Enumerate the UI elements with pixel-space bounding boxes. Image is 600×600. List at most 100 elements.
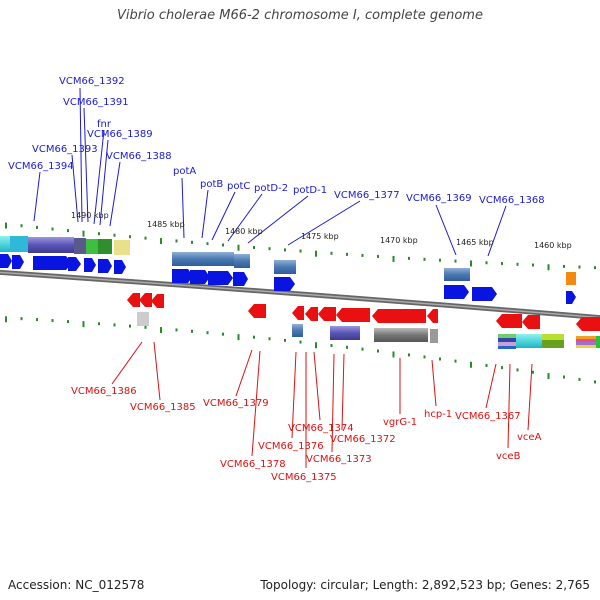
map-title: Vibrio cholerae M66-2 chromosome I, comp…: [117, 8, 483, 23]
leader-line: [287, 200, 361, 246]
tick-mark: [423, 257, 426, 261]
leader-line: [181, 177, 185, 239]
leader-line: [33, 171, 41, 222]
gene-label: VCM66_1375: [271, 472, 337, 483]
tick-mark: [361, 253, 364, 257]
gene-label: VCM66_1367: [455, 411, 521, 422]
leader-line: [109, 161, 121, 227]
leader-line: [227, 193, 263, 242]
leader-line: [341, 353, 345, 431]
scale-label: 1485 kbp: [147, 220, 185, 229]
gene-label: VCM66_1391: [63, 97, 129, 108]
leader-line: [99, 139, 109, 226]
tick-mark: [454, 259, 457, 263]
tick-mark: [36, 225, 38, 229]
gene-label: VCM66_1372: [330, 434, 396, 445]
gene-label: VCM66_1373: [306, 454, 372, 465]
leader-line: [201, 189, 209, 239]
tick-mark: [206, 242, 209, 246]
tick-mark: [346, 252, 348, 256]
gene-label: VCM66_1385: [130, 402, 196, 413]
tick-mark: [82, 230, 85, 237]
gene-label: hcp-1: [424, 409, 452, 420]
scale-label: 1460 kbp: [534, 241, 572, 250]
leader-line: [487, 205, 507, 257]
leader-line: [83, 107, 89, 223]
tick-mark: [439, 357, 441, 361]
gene-label: VCM66_1378: [220, 459, 286, 470]
scale-label: 1470 kbp: [380, 236, 418, 245]
leader-line: [527, 363, 533, 431]
tick-mark: [160, 327, 162, 334]
tick-mark: [222, 243, 224, 247]
tick-mark: [423, 355, 426, 359]
tick-mark: [160, 238, 162, 245]
tick-mark: [377, 254, 379, 258]
tick-mark: [5, 316, 7, 323]
tick-mark: [330, 344, 333, 348]
tick-mark: [547, 264, 550, 271]
gene-label: VCM66_1376: [258, 441, 324, 452]
gene-label: vceA: [517, 432, 542, 443]
gene-label: fnr: [97, 119, 112, 130]
tick-mark: [253, 245, 255, 249]
tick-mark: [532, 263, 534, 267]
tick-mark: [82, 321, 85, 328]
tick-mark: [532, 370, 534, 374]
leader-line: [247, 195, 309, 244]
accession-text: Accession: NC_012578: [8, 578, 145, 592]
tick-mark: [470, 361, 472, 368]
gene-label: potB: [200, 179, 223, 190]
gene-label: VCM66_1369: [406, 193, 472, 204]
leader-lines: [33, 87, 533, 468]
tick-mark: [454, 359, 457, 363]
scale-label: 1475 kbp: [301, 232, 339, 241]
tick-mark: [191, 329, 193, 333]
tick-mark: [237, 244, 240, 251]
tick-mark: [361, 347, 364, 351]
tick-mark: [175, 239, 178, 243]
tick-mark: [578, 265, 581, 269]
gene-label: potC: [227, 181, 250, 192]
leader-line: [291, 351, 297, 439]
gene-label: vceB: [496, 451, 521, 462]
tick-mark: [67, 320, 69, 324]
tick-mark: [51, 319, 54, 323]
tick-mark: [20, 317, 23, 321]
tick-mark: [516, 262, 519, 266]
tick-mark: [392, 351, 395, 358]
tick-mark: [237, 334, 240, 341]
tick-mark: [501, 262, 503, 266]
tick-mark: [222, 332, 224, 336]
leader-line: [211, 191, 236, 241]
leader-line: [111, 341, 143, 385]
scale-label: 1465 kbp: [456, 238, 494, 247]
leader-line: [431, 359, 437, 407]
gene-label: VCM66_1386: [71, 386, 137, 397]
tick-mark: [408, 256, 410, 260]
leader-line: [235, 349, 253, 397]
gene-label: VCM66_1393: [32, 144, 98, 155]
reverse-feature-blocks: [137, 312, 600, 349]
tick-mark: [594, 380, 596, 384]
tick-mark: [315, 342, 317, 349]
leader-line: [331, 353, 335, 453]
tick-mark: [485, 363, 488, 367]
tick-mark: [284, 248, 286, 252]
tick-mark: [144, 325, 147, 329]
gene-label: VCM66_1394: [8, 161, 74, 172]
gene-label: VCM66_1392: [59, 76, 125, 87]
tick-mark: [330, 251, 333, 255]
tick-mark: [346, 345, 348, 349]
tick-mark: [113, 323, 116, 327]
scale-label: 1480 kbp: [225, 227, 263, 236]
tick-mark: [113, 233, 116, 237]
reverse-gene-labels: VCM66_1386 VCM66_1385 VCM66_1379 VCM66_1…: [71, 386, 542, 483]
scale-label: 1490 kbp: [71, 211, 109, 220]
gene-label: VCM66_1377: [334, 190, 400, 201]
tick-mark: [36, 318, 38, 322]
scale-ticks: [5, 222, 596, 384]
tick-mark: [253, 335, 255, 339]
tick-mark: [129, 324, 131, 328]
tick-mark: [129, 235, 131, 239]
